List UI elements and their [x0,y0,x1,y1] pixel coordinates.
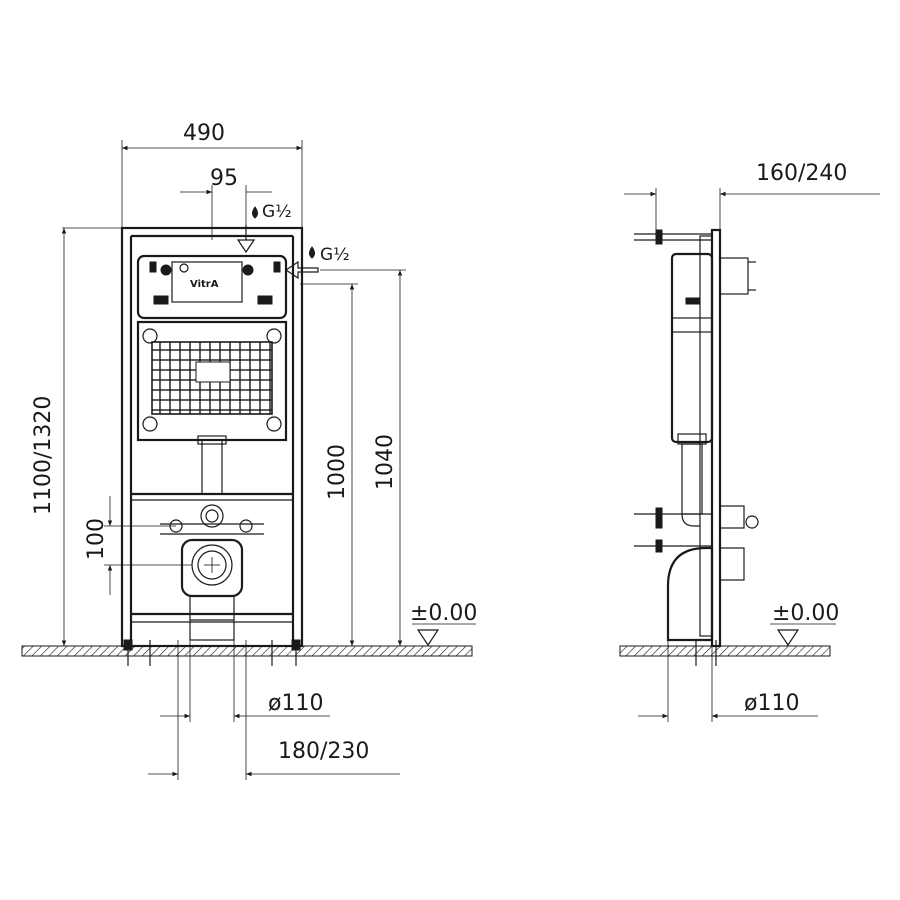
flush-pipe-side [681,443,703,515]
side-view: 160/240 ±0.00 ø110 [619,161,880,722]
side-frame-plate [710,228,722,648]
dim-flush-offset: 95 [210,166,238,191]
dim-height-1040: 1040 [373,434,398,490]
dim-floor-level-side: ±0.00 [772,601,839,626]
dim-height-1000: 1000 [325,444,350,500]
dim-inlet-side: G½ [320,245,350,265]
dim-inlet-top: G½ [262,202,292,222]
flush-plate [171,261,243,303]
floor-side [619,645,831,657]
dim-width-total: 490 [183,121,225,146]
dim-drain-diameter-side: ø110 [744,691,799,716]
frame-outer [120,226,304,648]
drop-icon-side [309,246,315,259]
dim-drain-diameter-front: ø110 [268,691,323,716]
dim-floor-level-front: ±0.00 [410,601,477,626]
cistern-side [670,252,714,444]
dim-height-frame: 1100/1320 [31,396,56,515]
brand-logo: VitrA [190,279,219,290]
flush-pipe-front [201,439,223,495]
cistern-top [136,254,288,320]
dim-drain-spacing: 180/230 [278,739,369,764]
dim-offset-100: 100 [84,518,109,560]
front-view: VitrA [21,121,477,780]
drain-bend-side [666,546,714,642]
floor-front [21,645,473,657]
drop-icon-top [252,206,258,219]
dim-depth-side: 160/240 [756,161,847,186]
